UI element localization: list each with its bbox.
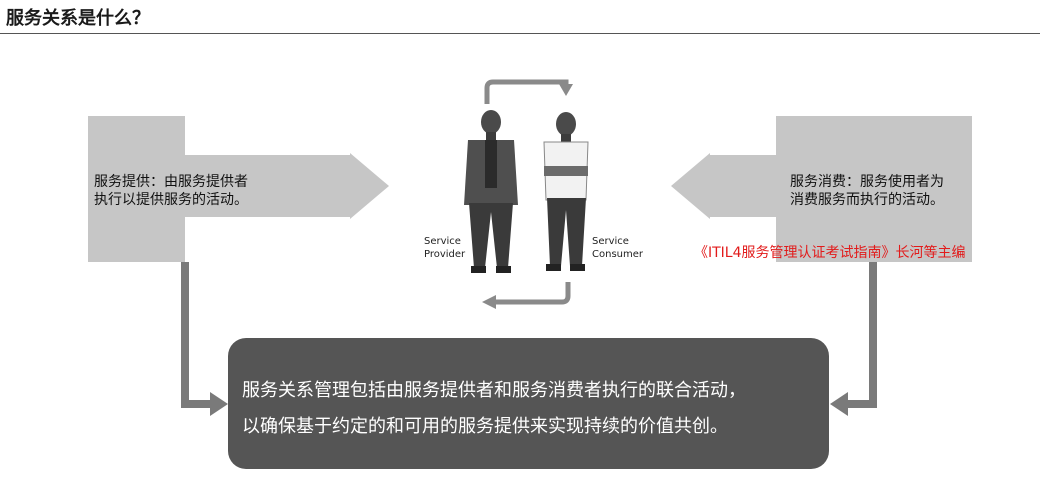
source-citation: 《ITIL4服务管理认证考试指南》长河等主编 xyxy=(694,245,966,261)
cycle-arrow-bottom xyxy=(482,282,571,309)
summary-line-1: 服务关系管理包括由服务提供者和服务消费者执行的联合活动， xyxy=(242,380,746,401)
summary-line-2: 以确保基于约定的和可用的服务提供来实现持续的价值共创。 xyxy=(242,416,728,437)
consumer-label-line-1: Service xyxy=(592,236,629,247)
service-provision-line-2: 执行以提供服务的活动。 xyxy=(94,192,248,208)
service-consumption-line-1: 服务消费：服务使用者为 xyxy=(790,174,944,190)
service-consumer-figure xyxy=(543,112,589,271)
right-connector xyxy=(830,262,877,416)
provider-label: Service Provider xyxy=(424,235,465,261)
service-provision-line-1: 服务提供：由服务提供者 xyxy=(94,174,248,190)
service-consumption-box xyxy=(776,116,972,262)
summary-box: 服务关系管理包括由服务提供者和服务消费者执行的联合活动， 以确保基于约定的和可用… xyxy=(228,338,829,469)
service-provision-box xyxy=(88,116,185,262)
page-title: 服务关系是什么？ xyxy=(6,8,150,29)
cycle-arrow-top xyxy=(484,79,573,104)
provider-label-line-2: Provider xyxy=(424,249,466,260)
title-divider xyxy=(0,33,1040,34)
service-consumption-line-2: 消费服务而执行的活动。 xyxy=(790,192,944,208)
consumer-label: Service Consumer xyxy=(592,235,643,261)
service-provider-figure xyxy=(464,110,518,273)
service-consumption-text: 服务消费：服务使用者为 消费服务而执行的活动。 xyxy=(790,173,944,209)
service-provision-text: 服务提供：由服务提供者 执行以提供服务的活动。 xyxy=(94,173,248,209)
consumer-label-line-2: Consumer xyxy=(592,249,643,260)
provider-label-line-1: Service xyxy=(424,236,461,247)
left-connector xyxy=(181,262,228,416)
